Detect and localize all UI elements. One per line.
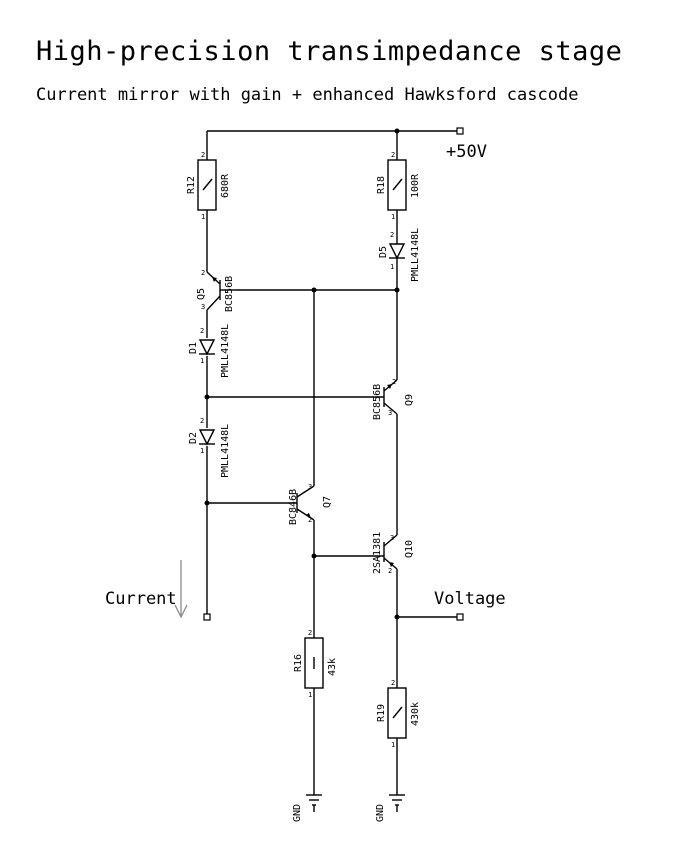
svg-text:3: 3 (308, 483, 312, 491)
supply-rail: +50V (207, 127, 487, 162)
q7-ref: Q7 (322, 496, 333, 508)
ground-right-label: GND (375, 804, 386, 822)
d5-ref: D5 (378, 246, 389, 258)
r19-value: 430k (410, 702, 421, 726)
d1-ref: D1 (188, 342, 199, 354)
r12-value: 680R (220, 173, 231, 198)
svg-text:2: 2 (391, 679, 395, 687)
right-branch (394, 131, 464, 795)
diagram-title: High-precision transimpedance stage (36, 36, 622, 67)
ground-right: GND (375, 794, 405, 822)
d5-value: PMLL4148L (410, 228, 421, 282)
svg-text:3: 3 (388, 409, 392, 417)
resistor-r12: 2 1 R12 680R (186, 151, 231, 221)
svg-text:1: 1 (308, 691, 312, 699)
current-label: Current (105, 589, 177, 609)
r18-ref: R18 (376, 176, 387, 194)
middle-branch (207, 287, 397, 795)
transistor-q5: 2 3 Q5 BC856B (196, 269, 236, 312)
supply-label: +50V (446, 142, 487, 162)
resistor-r19: 2 1 R19 430k (376, 679, 421, 749)
r19-ref: R19 (376, 704, 387, 722)
resistor-r18: 2 1 R18 100R (376, 151, 421, 221)
diagram-subtitle: Current mirror with gain + enhanced Hawk… (36, 85, 578, 105)
svg-text:1: 1 (390, 263, 394, 271)
svg-text:2: 2 (391, 151, 395, 159)
svg-text:1: 1 (200, 357, 204, 365)
q10-ref: Q10 (404, 540, 415, 558)
supply-terminal[interactable] (456, 127, 464, 135)
transistor-q9: 2 3 Q9 BC856B (372, 378, 415, 420)
svg-text:1: 1 (391, 741, 395, 749)
svg-text:2: 2 (390, 231, 394, 239)
svg-text:2: 2 (200, 417, 204, 425)
svg-text:2: 2 (308, 629, 312, 637)
svg-text:2: 2 (200, 327, 204, 335)
svg-text:3: 3 (390, 534, 394, 542)
q9-value: BC856B (372, 384, 383, 420)
d2-value: PMLL4148L (220, 424, 231, 478)
r12-ref: R12 (186, 176, 197, 194)
q5-value: BC856B (224, 276, 235, 312)
d2-ref: D2 (188, 432, 199, 444)
voltage-label: Voltage (434, 589, 506, 609)
r18-value: 100R (410, 173, 421, 198)
ground-left: GND (292, 794, 322, 822)
r16-ref: R16 (293, 654, 304, 672)
diode-d2: 2 1 D2 PMLL4148L (188, 417, 231, 478)
diode-d5: 2 1 D5 PMLL4148L (378, 228, 421, 282)
svg-text:2: 2 (201, 151, 205, 159)
voltage-output-terminal[interactable] (456, 613, 464, 621)
q9-ref: Q9 (404, 394, 415, 406)
svg-text:1: 1 (391, 213, 395, 221)
left-branch (203, 131, 211, 621)
svg-text:3: 3 (201, 303, 205, 311)
svg-text:2: 2 (392, 378, 396, 386)
svg-text:1: 1 (200, 447, 204, 455)
transistor-q7: 3 2 Q7 BC846B (288, 483, 333, 525)
svg-text:2: 2 (201, 269, 205, 277)
svg-text:2: 2 (388, 567, 392, 575)
diode-d1: 2 1 D1 PMLL4148L (188, 324, 231, 378)
q7-value: BC846B (288, 489, 299, 525)
ground-left-label: GND (292, 804, 303, 822)
svg-text:2: 2 (308, 516, 312, 524)
d1-value: PMLL4148L (220, 324, 231, 378)
q5-ref: Q5 (196, 288, 207, 300)
r16-value: 43k (327, 658, 338, 676)
resistor-r16: 2 1 R16 43k (293, 629, 338, 699)
svg-text:1: 1 (201, 213, 205, 221)
q10-value: 2SA1381 (372, 532, 383, 574)
current-input-terminal[interactable] (203, 613, 211, 621)
current-arrow-icon (174, 560, 188, 619)
transistor-q10: 3 2 Q10 2SA1381 (372, 532, 415, 575)
